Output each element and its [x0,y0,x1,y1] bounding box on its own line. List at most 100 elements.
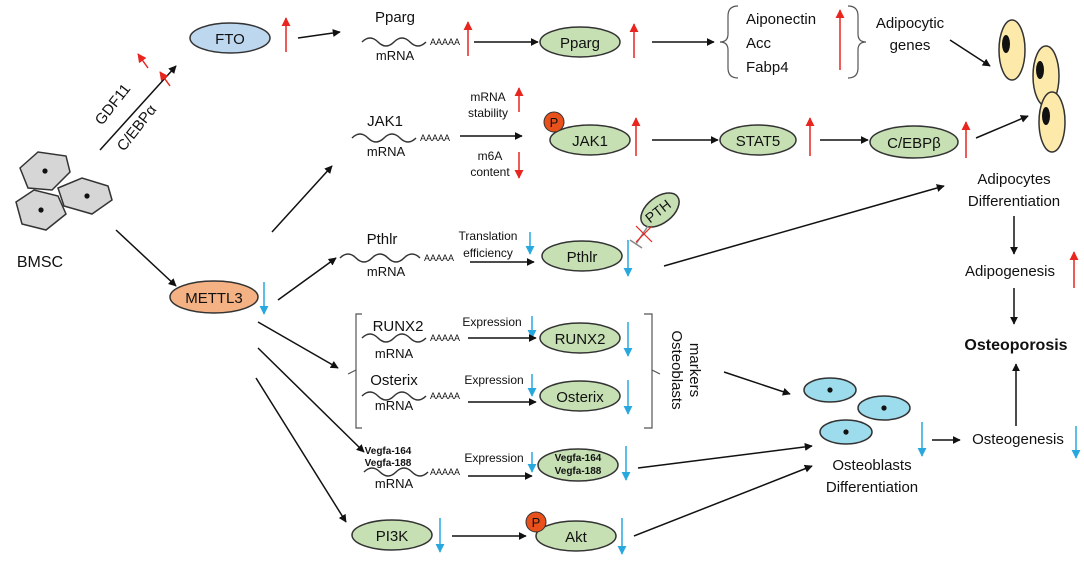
osterix-node [539,380,621,412]
genes-left-brace [719,5,739,79]
gdf11-up-arrow-icon [137,53,149,69]
mettl3-node [169,280,259,314]
pi3k-label: PI3K [376,528,409,545]
bmsc-label: BMSC [17,254,63,271]
cebpb-label: C/EBPβ [887,135,941,152]
mettl3-to-vegfa-arrow [257,347,365,453]
osteoblasts-diff-line1: Osteoblasts [832,457,911,474]
jak1-phospho-icon [543,111,565,133]
runx2-mrna-title: RUNX2 [373,318,424,335]
markers-left-bracket [355,313,362,429]
pthlr-node [541,240,623,272]
vegfa164-label: Vegfa-164 [555,453,602,464]
akt-phospho-label: P [532,515,541,530]
pi3k-node [351,519,433,551]
fto-to-pparg-arrow [297,29,341,39]
pparg-mrna-caption: mRNA [376,48,415,63]
gene-acc: Acc [746,35,772,52]
m6a-content-line2: content [470,165,510,179]
osterix-polya: AAAAA [430,391,460,401]
pthlr-mrna-title: Pthlr [367,231,398,248]
pthlr-to-adipocytes-diff-arrow [663,184,945,267]
cebpb-to-adipocytes-arrow [975,115,1029,139]
vegfa188-mrna-title: Vegfa-188 [365,458,412,469]
runx2-expression-label: Expression [462,315,521,329]
genes-to-adipocytes-arrow [949,39,991,67]
vegfa188-label: Vegfa-188 [555,466,602,477]
cebpb-node [869,125,959,159]
pthlr-polya: AAAAA [424,253,454,263]
akt-to-osteoblasts-diff-arrow [633,464,813,537]
pth-inhibition-line [635,225,649,245]
osteo-markers-line1: Osteoblasts [668,330,685,409]
osterix-mrna-strand [361,391,427,401]
mrna-stability-line2: stability [468,106,508,120]
vegfa164-mrna-title: Vegfa-164 [365,446,412,457]
mettl3-label: METTL3 [185,290,243,307]
akt-phospho-icon [525,511,547,533]
markers-to-osteoblasts-arrow [723,371,791,396]
runx2-mrna-strand [361,333,427,343]
osteogenesis-label: Osteogenesis [972,431,1064,448]
vegfa-mrna-strand [363,467,429,477]
mettl3-to-markers-arrow [257,321,339,369]
stat5-label: STAT5 [736,133,780,150]
adipocytes-diff-line2: Differentiation [968,193,1060,210]
osterix-mrna-caption: mRNA [375,398,414,413]
translation-efficiency-line1: Translation [459,229,518,243]
runx2-polya: AAAAA [430,333,460,343]
osterix-expression-label: Expression [464,373,523,387]
stat5-node [719,124,797,156]
pth-node [640,192,680,228]
gene-fabp4: Fabp4 [746,59,789,76]
fto-label: FTO [215,31,245,48]
osteo-markers-line2: markers [686,343,703,397]
pparg-label: Pparg [560,35,600,52]
cebpa-up-arrow-icon [159,71,171,87]
runx2-label: RUNX2 [555,331,606,348]
jak1-node [549,124,631,156]
pthlr-mrna-caption: mRNA [367,264,406,279]
fto-node [189,22,271,54]
mettl3-to-jak1-arrow [271,165,333,233]
markers-right-bracket-tip [651,369,661,375]
adipocytic-genes-line1: Adipocytic [876,15,945,32]
akt-label: Akt [565,529,588,546]
osterix-label: Osterix [556,389,604,406]
vegfa-expression-label: Expression [464,451,523,465]
pparg-mrna-strand [361,37,427,47]
osteoblasts-diff-line2: Differentiation [826,479,918,496]
jak1-mrna-strand [351,133,417,143]
jak1-mrna-caption: mRNA [367,144,406,159]
m6a-content-line1: m6A [478,149,503,163]
genes-right-brace [847,5,867,79]
adipocytic-genes-line2: genes [890,37,931,54]
vegfa-polya: AAAAA [430,467,460,477]
inhibition-cross-icon [635,225,653,243]
adipocytes-diff-line1: Adipocytes [977,171,1050,188]
mettl3-to-pi3k-arrow [255,377,347,523]
gdf11-label: GDF11 [92,81,134,129]
markers-right-bracket [644,313,653,429]
vegfa-to-osteoblasts-diff-arrow [637,442,813,469]
pthlr-label: Pthlr [567,249,598,266]
mrna-stability-line1: mRNA [470,90,505,104]
markers-left-bracket-tip [347,369,357,375]
translation-efficiency-line2: efficiency [463,246,513,260]
osteoblast-cells [803,377,911,445]
runx2-node [539,322,621,354]
pth-inhibition-bar [629,239,643,249]
osterix-mrna-title: Osterix [370,372,418,389]
pparg-mrna-title: Pparg [375,9,415,26]
jak1-phospho-label: P [550,115,559,130]
osteoporosis-label: Osteoporosis [964,337,1067,354]
mettl3-to-pthlr-arrow [277,257,337,301]
bmsc-to-mettl3-arrow [115,229,177,287]
jak1-mrna-title: JAK1 [367,113,403,130]
pparg-node [539,26,621,58]
jak1-polya: AAAAA [420,133,450,143]
vegfa-mrna-caption: mRNA [375,476,414,491]
akt-node [535,520,617,552]
